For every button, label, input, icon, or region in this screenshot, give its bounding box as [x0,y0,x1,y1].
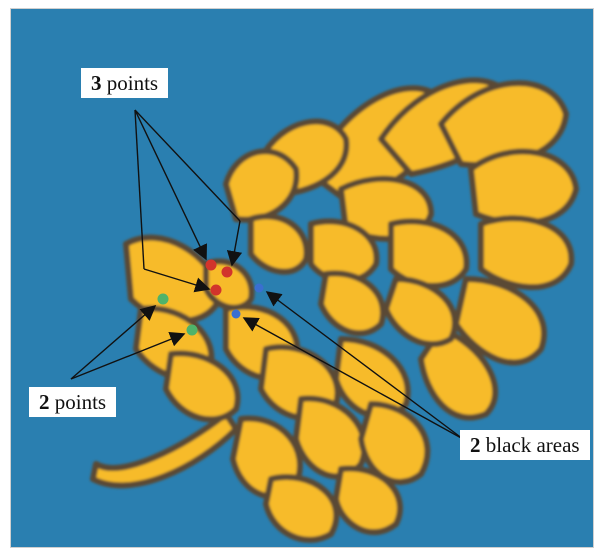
callout-text: black areas [481,433,580,457]
petal [481,218,571,287]
callout-count: 2 [39,390,50,414]
red-point [206,260,217,271]
blue-point [232,310,241,319]
callout-text: points [102,71,159,95]
red-point [211,285,222,296]
callout-three-points: 3 points [81,68,168,98]
petal [471,152,576,224]
green-point [158,294,169,305]
callout-text: points [50,390,107,414]
callout-two-black-areas: 2 black areas [460,430,590,460]
callout-count: 3 [91,71,102,95]
figure-frame: 3 points 2 points 2 black areas [10,8,594,548]
red-point [222,267,233,278]
callout-count: 2 [470,433,481,457]
blue-point [255,284,264,293]
callout-two-points: 2 points [29,387,116,417]
green-point [187,325,198,336]
